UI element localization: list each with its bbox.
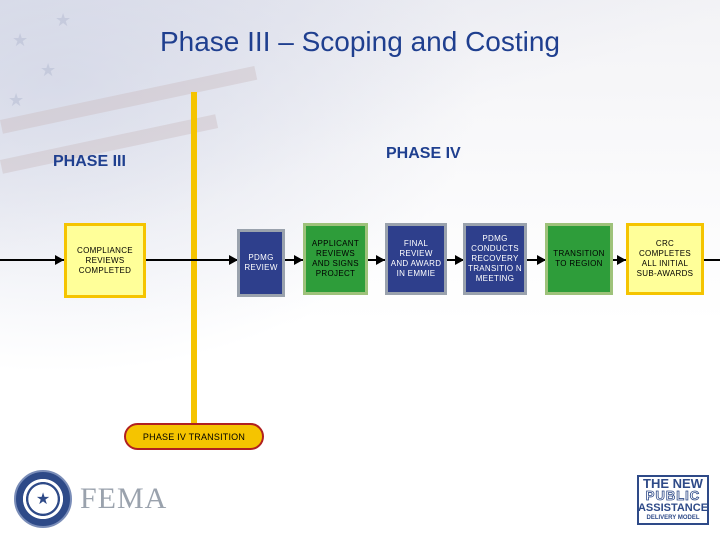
flag-star-icon: ★: [55, 10, 72, 30]
node-final-review: FINAL REVIEW AND AWARD IN EMMIE: [385, 223, 447, 295]
arrow-right-icon: [537, 255, 546, 265]
delivery-model-logo: THE NEW PUBLIC ASSISTANCE DELIVERY MODEL: [637, 475, 709, 525]
logo-line-4: DELIVERY MODEL: [646, 515, 700, 521]
node-crc-completes: CRC COMPLETES ALL INITIAL SUB-AWARDS: [626, 223, 704, 295]
fema-wordmark: FEMA: [80, 482, 168, 515]
node-transition-region: TRANSITION TO REGION: [545, 223, 613, 295]
phase-iii-label: PHASE III: [53, 153, 126, 170]
logo-line-3: ASSISTANCE: [637, 502, 709, 514]
phase-divider: [191, 92, 197, 438]
node-applicant-signs: APPLICANT REVIEWS AND SIGNS PROJECT: [303, 223, 368, 295]
node-compliance-reviews: COMPLIANCE REVIEWS COMPLETED: [64, 223, 146, 298]
slide-title: Phase III – Scoping and Costing: [159, 26, 561, 57]
arrow-right-icon: [55, 255, 64, 265]
arrow-right-icon: [617, 255, 626, 265]
flag-star-icon: ★: [12, 30, 29, 50]
logo-line-1: THE NEW: [643, 476, 703, 491]
flag-star-icon: ★: [40, 60, 57, 80]
dhs-seal-icon: [14, 470, 72, 528]
logo-line-2: PUBLIC: [645, 488, 701, 503]
arrow-right-icon: [294, 255, 303, 265]
node-pdmg-conducts: PDMG CONDUCTS RECOVERY TRANSITIO N MEETI…: [463, 223, 527, 295]
phase-iv-transition-badge: PHASE IV TRANSITION: [124, 423, 264, 450]
fema-logo: FEMA: [14, 470, 167, 528]
arrow-right-icon: [455, 255, 464, 265]
arrow-right-icon: [376, 255, 385, 265]
node-pdmg-review: PDMG REVIEW: [237, 229, 285, 297]
arrow-right-icon: [229, 255, 238, 265]
phase-iv-label: PHASE IV: [386, 145, 461, 162]
flag-star-icon: ★: [8, 90, 25, 110]
